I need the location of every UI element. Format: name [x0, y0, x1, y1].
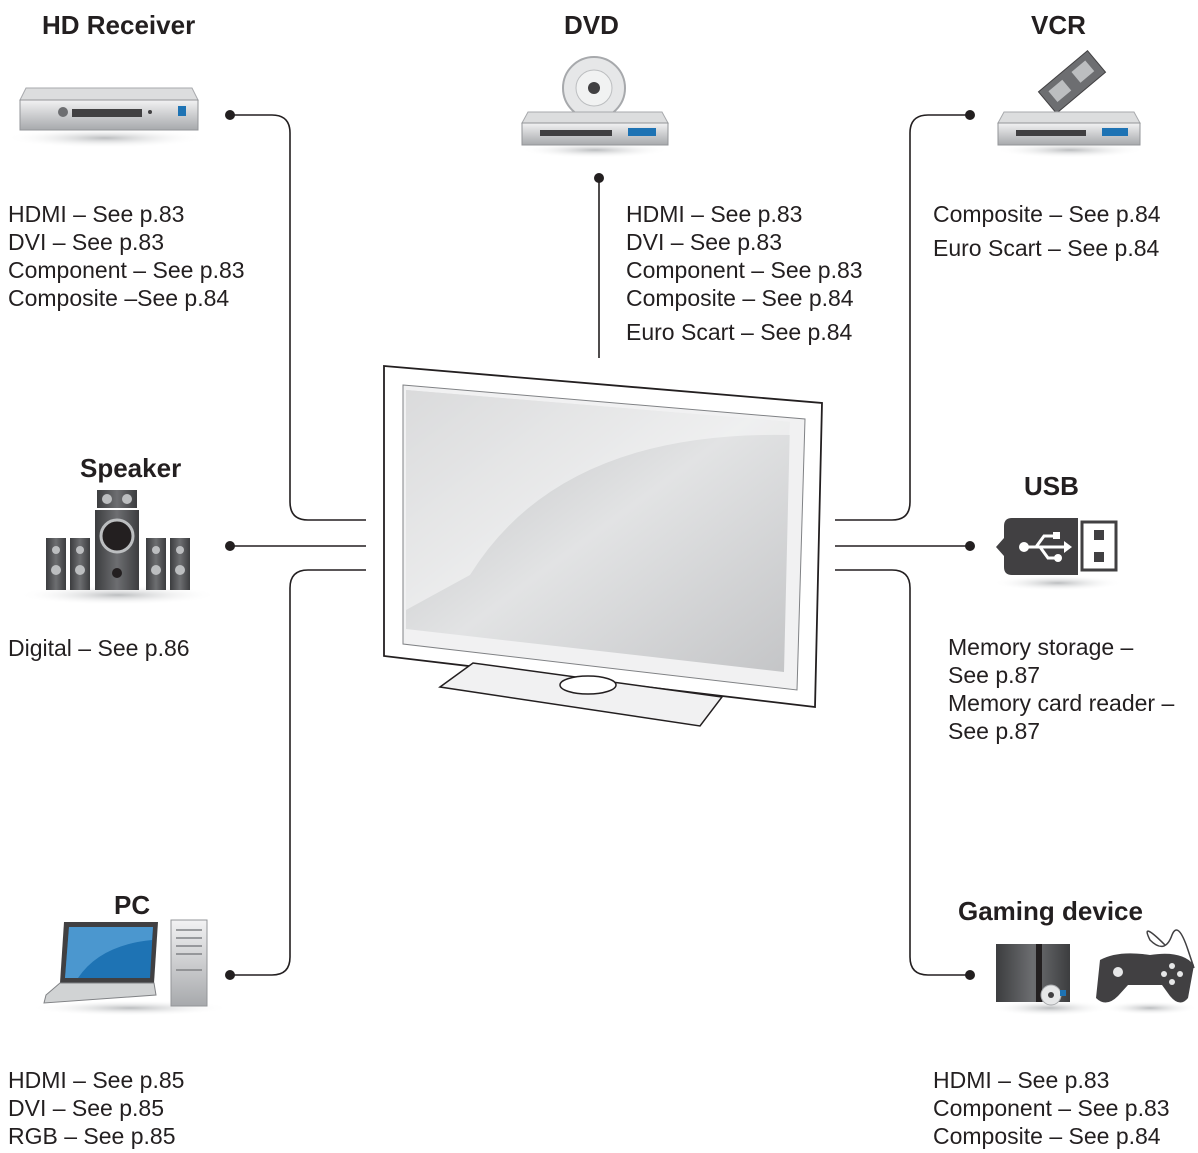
connection-line: Digital – See p.86 [8, 635, 190, 661]
vcr-dot [965, 110, 975, 120]
vcr-connections: Composite – See p.84 Euro Scart – See p.… [933, 200, 1161, 262]
usb-connections: Memory storage – See p.87 Memory card re… [948, 633, 1174, 745]
speaker-dot [225, 541, 235, 551]
tv-icon [383, 365, 823, 727]
dvd-dot [594, 173, 604, 183]
connection-line: Composite –See p.84 [8, 285, 230, 311]
dvd-icon [520, 56, 670, 158]
connection-line: DVI – See p.85 [8, 1095, 164, 1121]
connection-line: Euro Scart – See p.84 [933, 235, 1160, 261]
connection-line: Composite – See p.84 [933, 201, 1161, 227]
hd-receiver-dot [225, 110, 235, 120]
gaming-device-icon [990, 929, 1198, 1016]
hd-receiver-icon [5, 87, 205, 148]
hd-receiver-connector [230, 114, 366, 521]
pc-dot [225, 970, 235, 980]
connection-line: Component – See p.83 [8, 257, 245, 283]
pc-connector [230, 569, 366, 976]
pc-icon [30, 919, 230, 1016]
connection-line: Component – See p.83 [626, 257, 863, 283]
speaker-connections: Digital – See p.86 [8, 634, 190, 662]
gaming-dot [965, 970, 975, 980]
connection-line: Composite – See p.84 [933, 1123, 1161, 1149]
pc-connections: HDMI – See p.85 DVI – See p.85 RGB – See… [8, 1066, 184, 1150]
connection-line: Composite – See p.84 [626, 285, 854, 311]
pc-title: PC [114, 890, 151, 920]
connection-line: HDMI – See p.83 [933, 1067, 1110, 1093]
connection-line: Memory card reader – [948, 690, 1175, 716]
vcr-connector [835, 114, 970, 521]
connection-line: DVI – See p.83 [626, 229, 782, 255]
connection-line: HDMI – See p.85 [8, 1067, 185, 1093]
connection-line: Euro Scart – See p.84 [626, 319, 853, 345]
hd-receiver-connections: HDMI – See p.83 DVI – See p.83 Component… [8, 200, 245, 312]
gaming-connector [835, 569, 970, 976]
vcr-icon [995, 50, 1145, 158]
connection-line: See p.87 [948, 662, 1041, 688]
gaming-device-connections: HDMI – See p.83 Component – See p.83 Com… [933, 1066, 1170, 1150]
dvd-connections: HDMI – See p.83 DVI – See p.83 Component… [626, 200, 863, 346]
speaker-title: Speaker [80, 453, 182, 483]
connection-line: HDMI – See p.83 [8, 201, 185, 227]
connection-line: DVI – See p.83 [8, 229, 164, 255]
connection-line: Component – See p.83 [933, 1095, 1170, 1121]
connection-line: RGB – See p.85 [8, 1123, 176, 1149]
connection-line: See p.87 [948, 718, 1041, 744]
gaming-device-title: Gaming device [958, 896, 1143, 926]
usb-dot [965, 541, 975, 551]
usb-icon [993, 518, 1123, 591]
vcr-title: VCR [1031, 10, 1086, 40]
speaker-icon [18, 490, 218, 605]
connection-line: Memory storage – [948, 634, 1134, 660]
hd-receiver-title: HD Receiver [42, 10, 196, 40]
dvd-title: DVD [564, 10, 619, 40]
connection-line: HDMI – See p.83 [626, 201, 803, 227]
usb-title: USB [1024, 471, 1079, 501]
